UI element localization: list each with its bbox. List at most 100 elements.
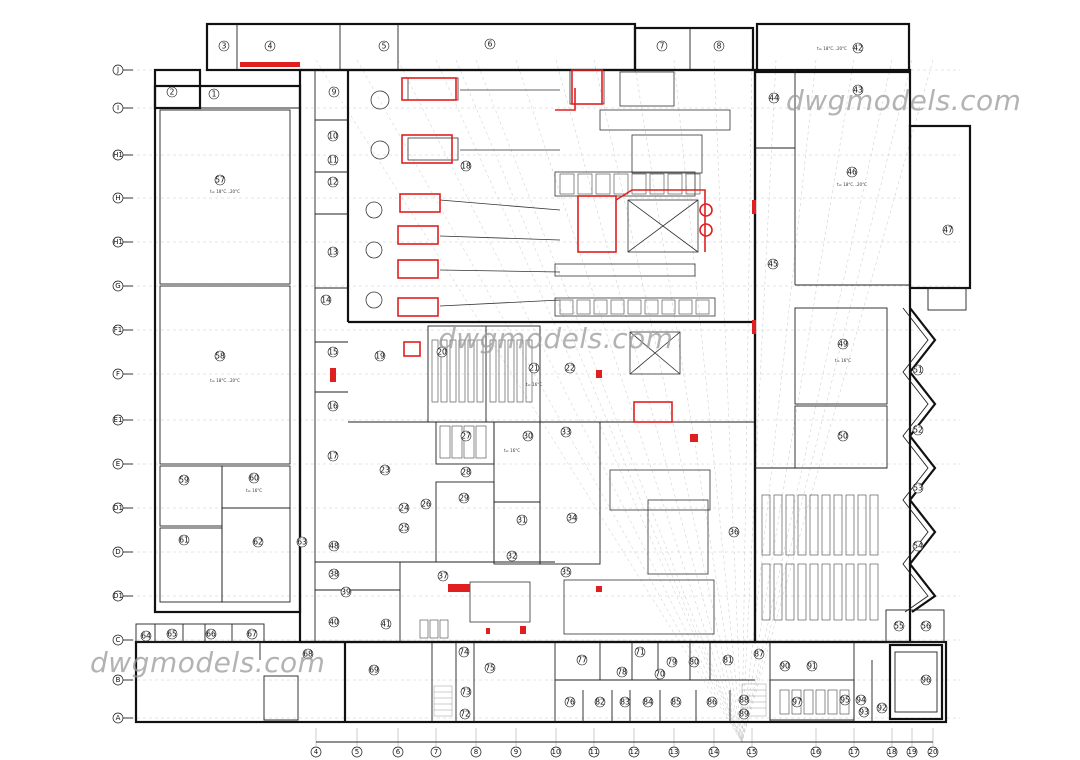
room-tag: 35 [560,566,572,578]
room-number: 17 [328,452,338,461]
room-number: 8 [717,42,722,51]
room-number: 57 [215,176,225,185]
room-number: 81 [723,656,733,665]
note-room-49: t= 16°C [835,358,851,363]
room-number: 95 [840,696,850,705]
room-tag: 28 [460,466,472,478]
room-tag: 68 [302,648,314,660]
room-number: 65 [167,630,177,639]
room-tag: 72 [459,708,471,720]
axis-row-bubble: F [112,368,133,380]
axis-column-bubble: 14 [708,728,720,758]
axis-row-label: B [116,676,121,684]
axis-row-bubble: E1 [112,414,133,426]
room-number: 41 [381,620,391,629]
axis-row-bubble: A [112,712,133,724]
room-tag: 14 [320,294,332,306]
axis-row-label: F1 [114,326,122,334]
room-tag: 31 [516,514,528,526]
room-tag: 65 [166,628,178,640]
room-number: 75 [485,664,495,673]
room-number: 12 [328,178,338,187]
room-tag: 44 [768,92,780,104]
room-tag: 40 [328,616,340,628]
room-number: 66 [206,630,216,639]
room-number: 61 [179,536,189,545]
room-number: 11 [328,156,338,165]
axis-column-bubble: 18 [886,728,898,758]
room-number: 34 [567,514,577,523]
axis-column-label: 12 [630,748,639,756]
room-number: 87 [754,650,764,659]
room-tag: 1 [208,88,220,100]
room-number: 44 [769,94,779,103]
room-tag: 12 [327,176,339,188]
room-number: 24 [399,504,409,513]
axis-column-label: 7 [434,748,438,756]
room-tag: 10 [327,130,339,142]
room-number: 85 [671,698,681,707]
axis-row-label: D1 [113,592,123,600]
room-number: 82 [595,698,605,707]
room-tag: 63 [296,536,308,548]
room-number: 19 [375,352,385,361]
room-tag: 21 [528,362,540,374]
room-number: 3 [222,42,227,51]
room-number: 28 [461,468,471,477]
room-tag: 67 [246,628,258,640]
room-number: 46 [847,168,857,177]
room-number: 15 [328,348,338,357]
room-number: 50 [838,432,848,441]
room-tag: 90 [779,660,791,672]
room-tag: 94 [855,694,867,706]
room-number: 6 [488,40,493,49]
room-number: 25 [399,524,409,533]
room-tag: 81 [722,654,734,666]
room-tag: 16 [327,400,339,412]
room-tag: 88 [738,694,750,706]
room-number: 92 [877,704,887,713]
room-number: 2 [170,88,175,97]
room-number: 73 [461,688,471,697]
axis-column-label: 4 [314,748,319,756]
room-number: 90 [780,662,790,671]
room-number: 51 [913,366,923,375]
axis-row-label: D1 [113,504,123,512]
room-tag: 71 [634,646,646,658]
room-number: 86 [707,698,717,707]
room-number: 22 [565,364,575,373]
room-tag: 64 [140,630,152,642]
room-tag: 33 [560,426,572,438]
room-tag: 52 [912,424,924,436]
axis-column-bubble: 19 [906,728,918,758]
axis-row-label: I [117,104,119,112]
room-tag: 41 [380,618,392,630]
axis-column-bubble: 8 [470,728,482,758]
room-tag: 20 [436,346,448,358]
axis-row-bubble: I [112,102,133,114]
note-room-42: t= 18°C...20°C [817,46,847,51]
axis-column-label: 15 [748,748,757,756]
axis-row-label: J [116,66,119,74]
grid-lines [125,59,960,743]
building-walls [134,22,972,724]
axis-column-label: 13 [670,748,679,756]
room-number: 91 [807,662,817,671]
room-number: 72 [460,710,470,719]
room-tag: 3 [218,40,230,52]
room-tag: 69 [368,664,380,676]
axis-row-label: E1 [114,416,123,424]
room-number: 45 [768,260,778,269]
axis-row-bubble: H [112,192,133,204]
room-number: 30 [523,432,533,441]
room-number: 36 [729,528,739,537]
room-number: 93 [859,708,869,717]
watermark-center: dwgmodels.com [438,322,674,355]
room-tag: 76 [564,696,576,708]
room-number: 4 [268,42,273,51]
room-tag: 53 [912,482,924,494]
room-tag: 24 [398,502,410,514]
